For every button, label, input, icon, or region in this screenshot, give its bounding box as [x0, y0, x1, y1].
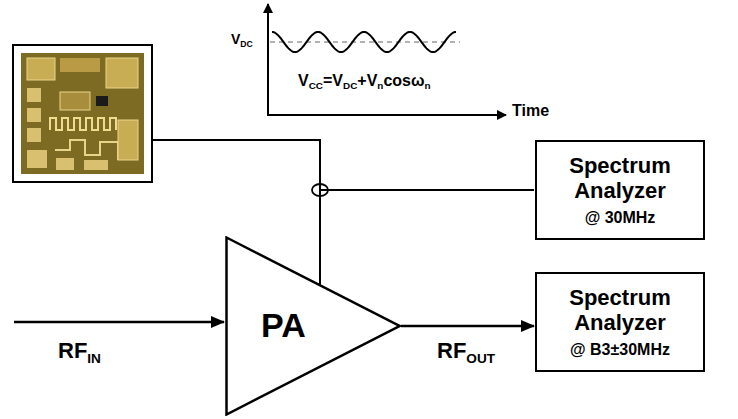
y-axis — [267, 4, 269, 116]
axis-label: Time — [512, 102, 549, 120]
subscript: IN — [87, 351, 101, 366]
die-pad — [60, 58, 100, 72]
photo-frame — [13, 45, 152, 182]
node-title: Spectrum Analyzer — [543, 285, 697, 336]
die-pad — [27, 108, 41, 122]
subscript: DC — [240, 39, 253, 49]
signal-name: RFIN — [58, 338, 101, 364]
die-pad — [118, 120, 138, 160]
die-pad — [27, 128, 41, 142]
text-run: RF — [437, 338, 466, 363]
die-pad — [84, 160, 108, 170]
die-pad — [27, 150, 47, 168]
subscript: CC — [309, 80, 323, 91]
die-pad — [27, 88, 41, 102]
node-subtitle: @ B3±30MHz — [570, 341, 670, 359]
waveform-plot — [267, 4, 506, 116]
text-run: +V — [357, 72, 377, 89]
axis-level-label: VDC — [231, 31, 253, 47]
instrument-box: Spectrum Analyzer @ 30MHz — [535, 140, 705, 240]
node-title: Spectrum Analyzer — [543, 153, 697, 204]
signal-name: RFOUT — [437, 338, 495, 364]
text-run: V — [231, 31, 240, 47]
die-pad — [106, 58, 138, 88]
triangle-shape — [227, 238, 400, 415]
signal-connector — [401, 325, 534, 328]
triangle-outline — [225, 236, 401, 416]
die-block — [96, 96, 108, 106]
rf-input-arrow — [14, 321, 224, 324]
text-run: PA — [261, 306, 306, 344]
amplifier-triangle: PA — [225, 236, 401, 416]
x-axis — [267, 114, 506, 116]
sine-wave — [272, 32, 456, 52]
die-block — [60, 92, 90, 110]
subscript: OUT — [466, 351, 495, 366]
formula-label: VCC=VDC+Vncosωn — [298, 72, 431, 90]
text-run: Time — [512, 102, 549, 119]
text-run: Spectrum Analyzer — [569, 153, 670, 203]
die — [21, 53, 144, 174]
text-run: =V — [323, 72, 343, 89]
finger-capacitor — [50, 118, 116, 130]
text-run: RF — [58, 338, 87, 363]
subscript: n — [377, 80, 383, 91]
dc-level-line — [270, 41, 460, 43]
instrument-box: Spectrum Analyzer @ B3±30MHz — [535, 272, 705, 372]
text-run: cosω — [383, 72, 424, 89]
die-pad — [56, 158, 74, 170]
die-pad — [27, 58, 55, 80]
node-title: PA — [261, 306, 306, 345]
chip-photo — [13, 45, 152, 182]
signal-connector — [320, 190, 534, 285]
text-run: V — [298, 72, 309, 89]
text-run: @ B3±30MHz — [570, 341, 670, 358]
subscript: DC — [343, 80, 357, 91]
text-run: @ 30MHz — [585, 209, 656, 226]
text-run: Spectrum Analyzer — [569, 285, 670, 335]
subscript: n — [424, 80, 430, 91]
node-subtitle: @ 30MHz — [585, 209, 656, 227]
die-trace — [55, 140, 118, 160]
